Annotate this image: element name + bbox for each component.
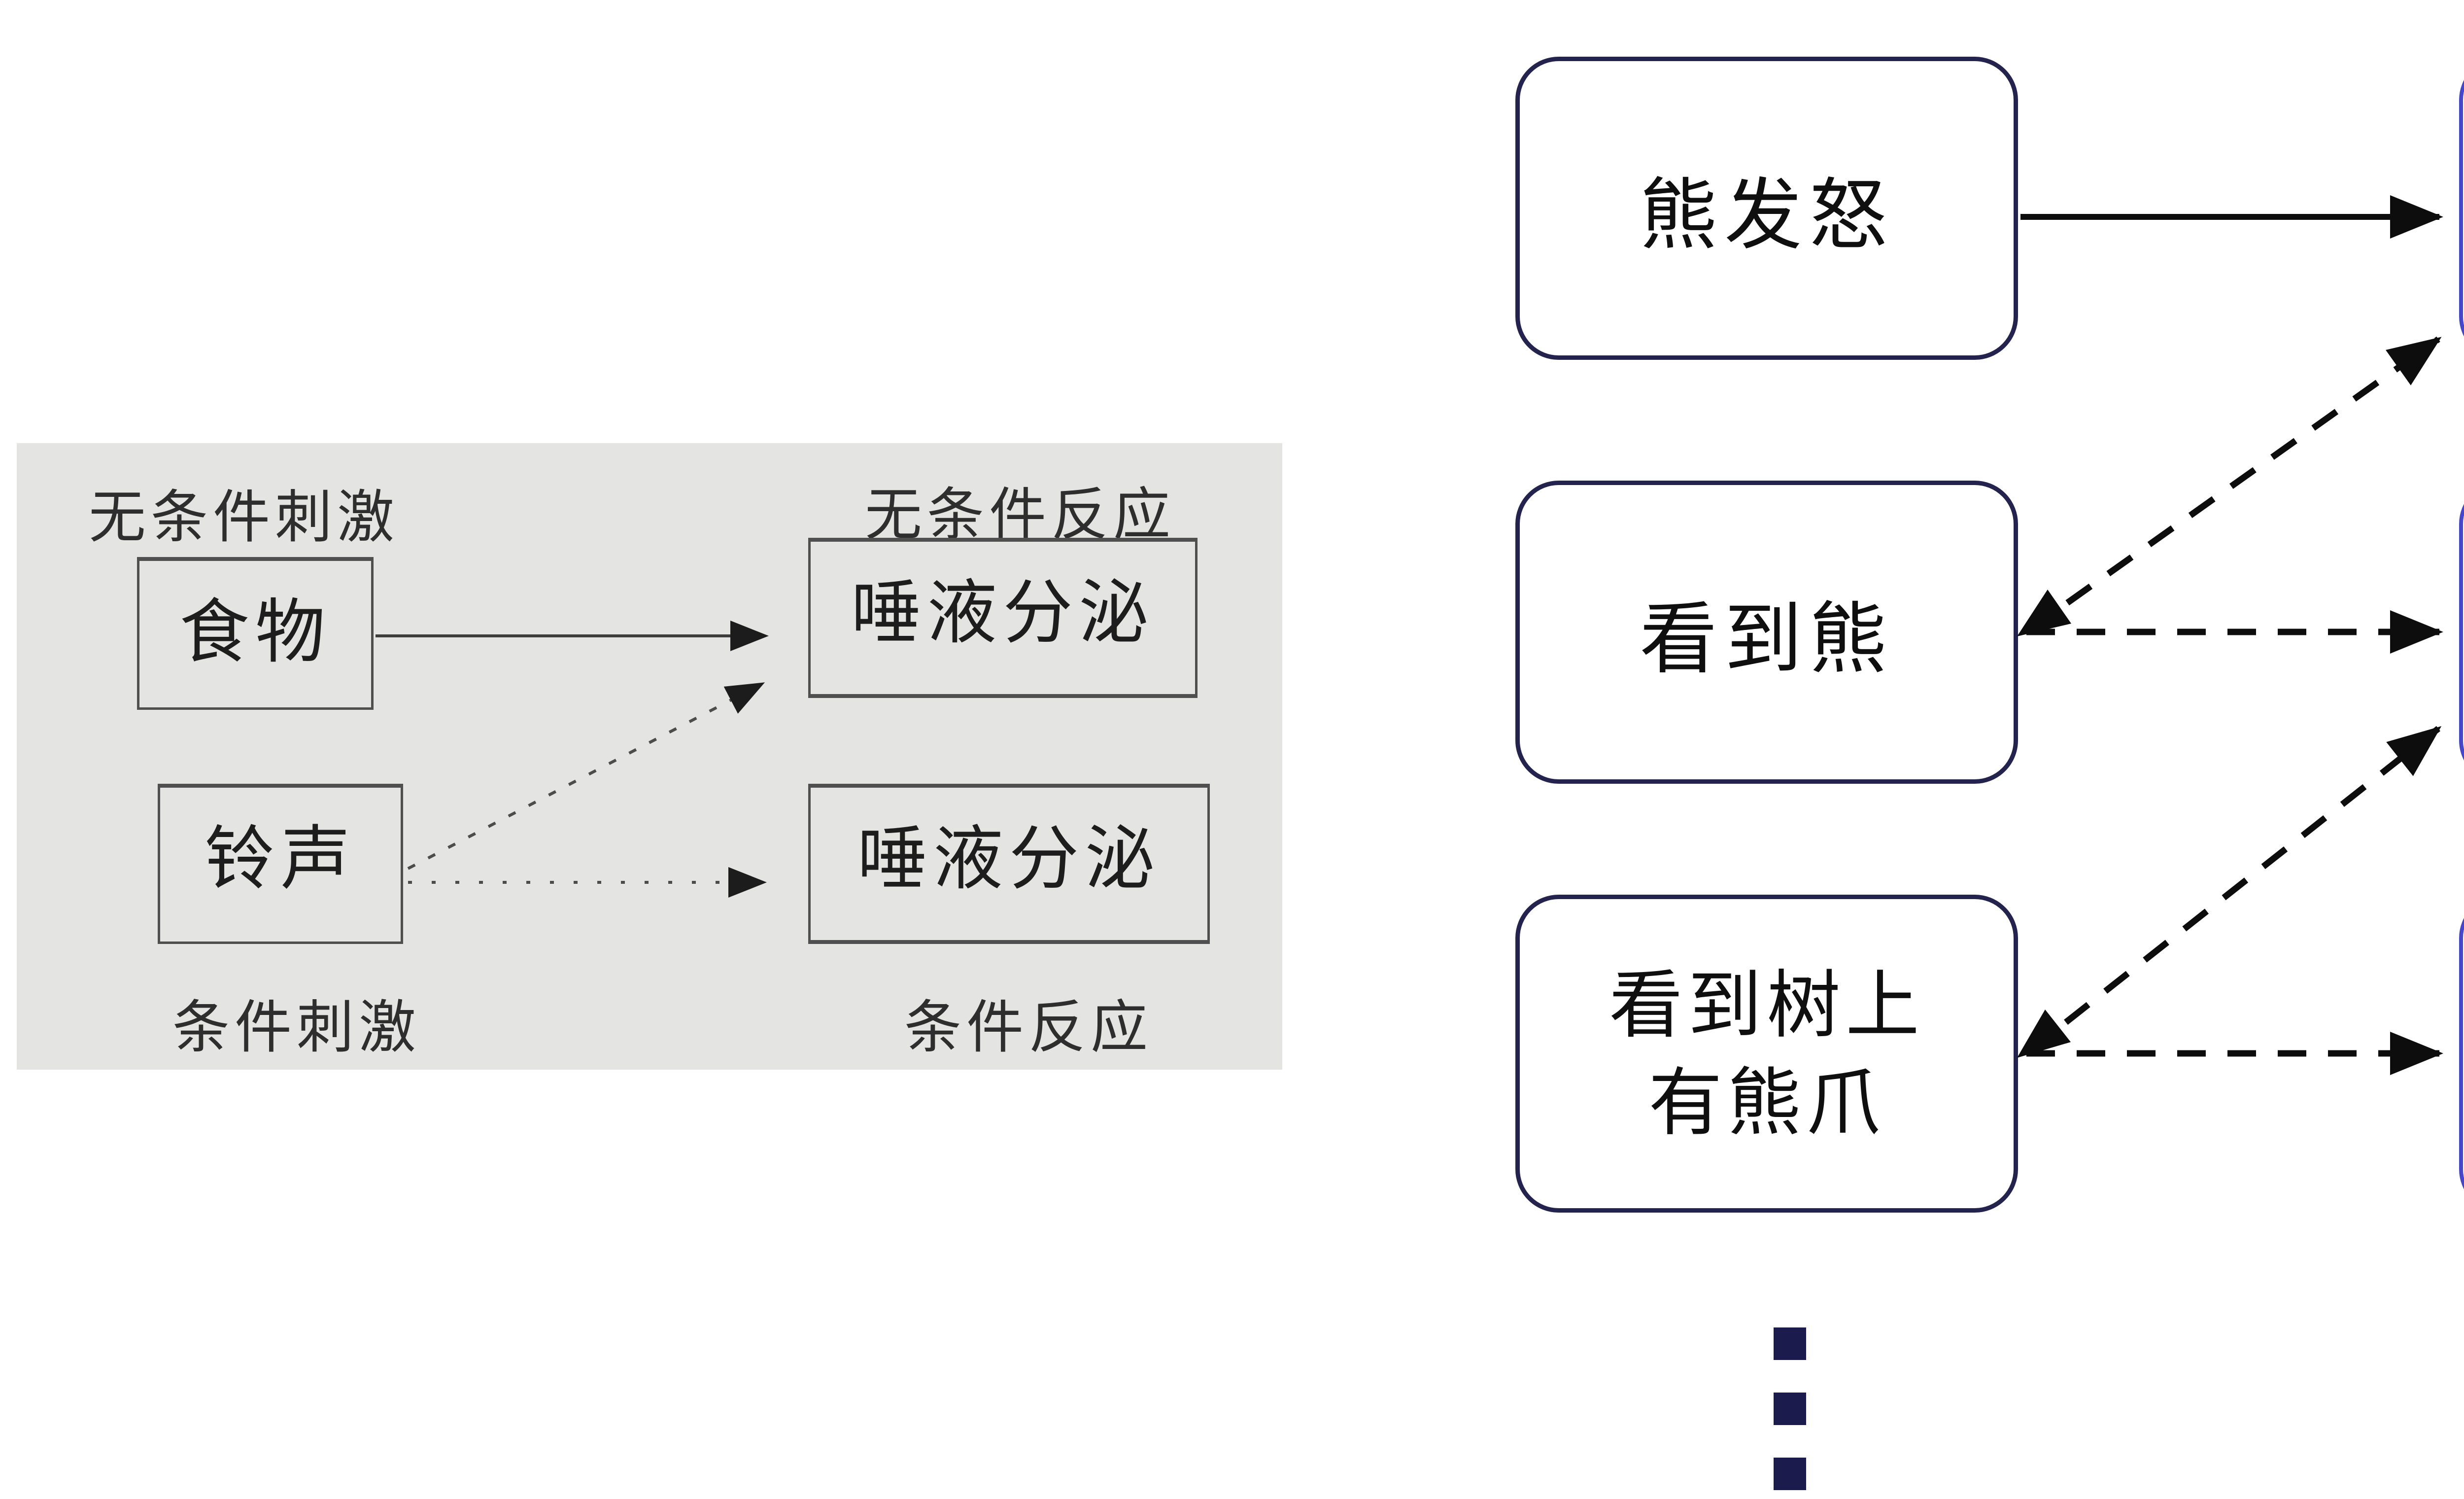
ellipsis-dot — [1774, 1327, 1806, 1360]
back-arrowhead-into-seebear — [2017, 590, 2071, 636]
see-claws-label-line2: 有熊爪 — [1648, 1061, 1885, 1144]
see-claws-label-line1: 看到树上 — [1608, 963, 1924, 1046]
back-arrowhead-into-seeclaws — [2017, 1010, 2071, 1058]
pavlov-panel: 无条件刺激 无条件反应 食物 唾液分泌 铃声 唾液分泌 条件刺激 条件反应 — [17, 443, 1282, 1070]
see-claws-box: 看到树上 有熊爪 — [1515, 895, 2018, 1213]
bear-angry-label: 熊发怒 — [1640, 172, 1894, 259]
rl-arrows — [2017, 195, 2443, 1075]
unconditioned-stimulus-label: 无条件刺激 — [89, 485, 399, 549]
ellipsis-dot — [1774, 1458, 1806, 1490]
saliva-secretion-bottom-label: 唾液分泌 — [857, 820, 1161, 898]
see-bear-label: 看到熊 — [1640, 596, 1894, 683]
ellipsis-dot — [1774, 1393, 1806, 1425]
saliva-secretion-top-box: 唾液分泌 — [808, 538, 1198, 698]
dashed-arrow-seeclaws-to-vnext — [2024, 726, 2442, 1056]
conditioned-response-label: 条件反应 — [904, 995, 1153, 1059]
saliva-secretion-top-label: 唾液分泌 — [851, 574, 1155, 652]
saliva-secretion-bottom-box: 唾液分泌 — [808, 784, 1210, 944]
see-bear-box: 看到熊 — [1515, 481, 2018, 784]
bear-angry-box: 熊发怒 — [1515, 57, 2018, 360]
value-next-state-box: V(s′) — [2459, 481, 2464, 784]
reward-box: 奖励 — [2459, 57, 2464, 360]
unconditioned-response-label: 无条件反应 — [865, 483, 1175, 547]
bell-box: 铃声 — [158, 784, 403, 944]
food-box-label: 食物 — [179, 593, 331, 671]
conditioned-stimulus-label: 条件刺激 — [172, 995, 421, 1059]
dashed-arrow-seebear-to-reward — [2024, 336, 2442, 635]
value-state-box: V(s) — [2459, 895, 2464, 1213]
bell-box-label: 铃声 — [205, 820, 356, 898]
food-box: 食物 — [137, 557, 374, 710]
